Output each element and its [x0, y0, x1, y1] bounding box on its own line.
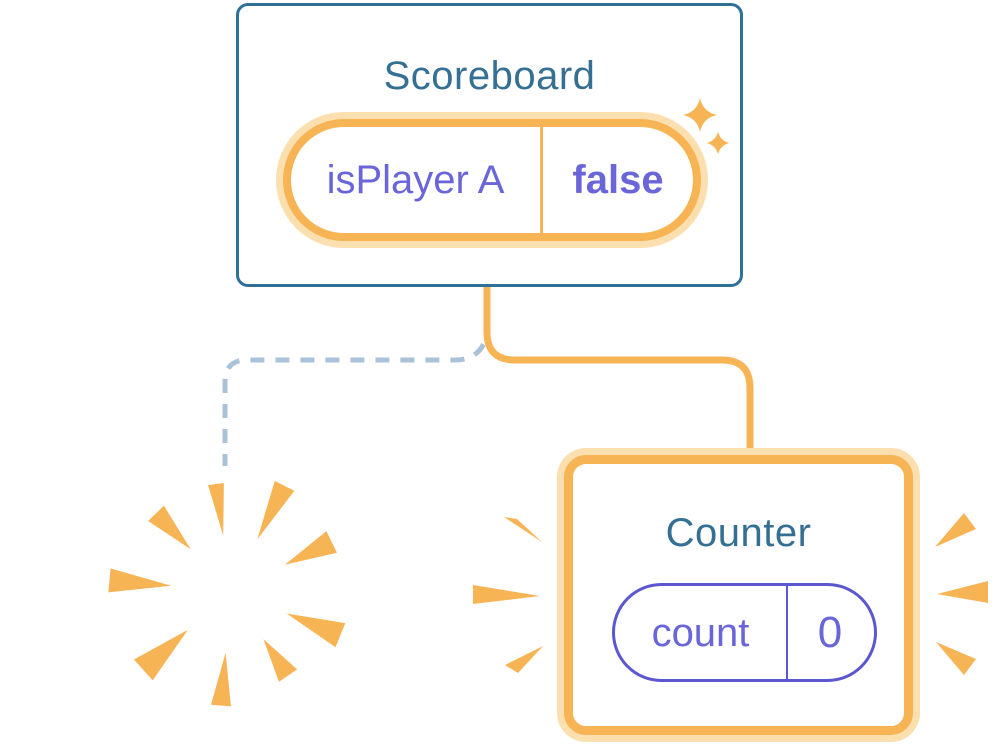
scoreboard-card: Scoreboard isPlayer A false	[236, 3, 743, 287]
state-name-label: count	[651, 610, 750, 655]
connector-dashed-removed	[222, 329, 491, 466]
burst-ray	[257, 480, 295, 540]
emphasis-ray	[473, 585, 540, 604]
counter-title: Counter	[665, 511, 812, 555]
emphasis-burst-right-icon	[935, 513, 988, 675]
explosion-burst-icon	[108, 480, 346, 707]
sparkle-small	[706, 131, 730, 155]
state-name-label: isPlayer A	[326, 158, 505, 202]
emphasis-burst-left-icon	[473, 517, 543, 673]
burst-ray	[284, 531, 337, 565]
burst-ray	[208, 482, 224, 536]
sparkles-icon	[683, 98, 730, 155]
scoreboard-state-pill: isPlayer A false	[283, 119, 701, 241]
sparkle-large	[683, 98, 717, 132]
pill-divider	[540, 127, 543, 233]
burst-ray	[133, 629, 188, 681]
burst-ray	[286, 613, 346, 648]
emphasis-ray	[505, 646, 543, 673]
emphasis-ray	[937, 581, 988, 603]
state-value-label: false	[572, 158, 664, 202]
emphasis-ray	[935, 513, 976, 547]
counter-state-pill: count 0	[612, 583, 877, 682]
burst-ray	[108, 568, 172, 593]
state-value-label: 0	[817, 607, 843, 657]
emphasis-ray	[936, 642, 976, 675]
burst-ray	[211, 652, 231, 707]
scoreboard-title: Scoreboard	[383, 54, 596, 98]
emphasis-ray	[504, 517, 542, 542]
burst-ray	[148, 505, 191, 550]
counter-card: Counter count 0	[564, 455, 913, 735]
connector-solid-new	[483, 280, 754, 462]
pill-divider	[786, 586, 788, 679]
burst-ray	[263, 639, 298, 682]
